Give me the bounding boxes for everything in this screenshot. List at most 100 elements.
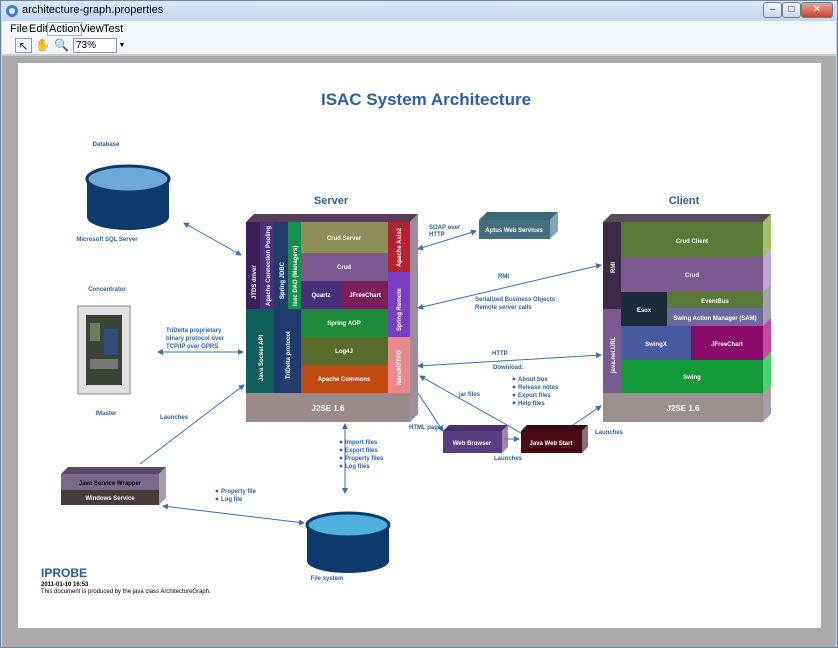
spring-remote: Spring Remote — [397, 288, 403, 331]
download-item-1: About box — [518, 377, 548, 383]
server-crud: Crud — [337, 265, 351, 271]
apache-commons: Apache Commons — [318, 377, 371, 383]
imaster-label: IMaster — [95, 411, 117, 417]
filesystem-label: File system — [311, 576, 344, 582]
prop-item-2: Log file — [221, 497, 243, 503]
download-bullets — [512, 377, 516, 405]
diagram-canvas: ISAC System Architecture Server Client D… — [18, 63, 821, 628]
window-title: architecture-graph.properties — [22, 4, 164, 16]
concentrator-device — [77, 305, 131, 395]
diagram-title: ISAC System Architecture — [321, 90, 531, 109]
client-j2se: J2SE 1.6 — [667, 404, 700, 413]
prop-item-1: Property file — [221, 489, 257, 495]
swingx: SwingX — [645, 342, 667, 348]
workspace: ISAC System Architecture Server Client D… — [2, 56, 836, 647]
jsw-label: Java Service Wrapper — [79, 481, 142, 487]
serialized-line-1: Serialized Business Objects — [475, 297, 556, 303]
eventbus: EventBus — [701, 299, 729, 305]
footer-date: 2011-01-10 16:53 — [41, 582, 89, 588]
jar-files-label: jar files — [458, 392, 481, 398]
menu-test[interactable]: Test — [103, 23, 124, 35]
launches-label-left: Launches — [160, 415, 189, 421]
concentrator-label: Concentrator — [88, 287, 126, 293]
server-block — [246, 214, 418, 422]
http-label: HTTP — [492, 351, 508, 357]
zoom-input[interactable]: 73% — [73, 38, 117, 53]
spring-aop: Spring AOP — [327, 321, 360, 327]
server-col-pooling: Apache Connection Pooling — [266, 226, 272, 306]
server-col-tridelta: TriDelta protocol — [286, 331, 292, 379]
client-rmi: RMI — [611, 262, 617, 273]
download-item-2: Release notes — [518, 385, 559, 391]
client-title: Client — [669, 195, 700, 207]
database-icon — [85, 164, 171, 230]
serialized-line-2: Remote server calls — [475, 305, 532, 311]
import-item-4: Log files — [345, 464, 370, 470]
prop-bullets — [215, 489, 219, 501]
crud-server: Crud Server — [327, 236, 362, 242]
menu-action[interactable]: Action — [47, 22, 82, 36]
footer-note: This document is produced by the java cl… — [41, 589, 211, 595]
toolbar: ↖ ✋ 🔍 73% ▼ — [2, 37, 836, 55]
launches-label-right: Launches — [595, 430, 624, 436]
database-label: Database — [93, 142, 120, 148]
server-col-jtds: JTDS driver — [252, 265, 258, 299]
connection-arrows — [139, 222, 602, 526]
nanohttpd: NanoHTTPD — [397, 349, 403, 385]
menu-view[interactable]: View — [80, 23, 104, 35]
client-jfreechart: JFreeChart — [711, 342, 743, 348]
client-crud: Crud — [685, 273, 699, 279]
swing: Swing — [683, 375, 701, 381]
download-item-3: Export files — [518, 393, 551, 399]
soap-line-2: HTTP — [429, 232, 445, 238]
server-jfreechart: JFreeChart — [349, 293, 381, 299]
zoom-icon[interactable]: 🔍 — [54, 38, 69, 52]
rmi-label: RMI — [498, 274, 509, 280]
chevron-down-icon[interactable]: ▼ — [118, 42, 126, 49]
aptus-label: Aptus Web Services — [485, 228, 543, 234]
app-icon — [6, 5, 18, 17]
quartz: Quartz — [311, 293, 330, 299]
import-item-3: Property files — [345, 456, 384, 462]
import-item-1: Import files — [345, 440, 378, 446]
title-bar: architecture-graph.properties – □ ✕ — [1, 1, 837, 21]
menu-bar: File Edit Action View Test — [2, 21, 836, 37]
java-web-start-box — [521, 425, 588, 453]
hand-icon[interactable]: ✋ — [35, 38, 50, 52]
tridelta-line-1: TriDelta proprietary — [166, 328, 222, 334]
aptus-box — [479, 212, 558, 239]
db-name: Microsoft SQL Server — [76, 237, 138, 243]
client-block — [603, 214, 771, 422]
service-wrapper-box — [61, 467, 166, 505]
pointer-icon[interactable]: ↖ — [15, 38, 32, 53]
server-col-dao: Isac DAO (Managers) — [293, 246, 299, 306]
server-j2se: J2SE 1.6 — [312, 404, 345, 413]
maximize-button[interactable]: □ — [782, 2, 801, 18]
server-col-socket: Java Socket API — [259, 335, 265, 381]
crud-client: Crud Client — [676, 239, 708, 245]
log4j: Log4J — [335, 349, 353, 355]
web-browser-box — [443, 425, 508, 453]
swing-action-manager: Swing Action Manager (SAM) — [673, 316, 756, 322]
minimize-button[interactable]: – — [763, 2, 782, 18]
tridelta-line-3: TCP/IP over GPRS — [166, 344, 218, 350]
java-web-start-label: Java Web Start — [530, 441, 573, 447]
soap-line-1: SOAP over — [429, 225, 461, 231]
iprobe-logo: IPROBE — [41, 566, 88, 580]
server-col-jdbc: Spring JDBC — [280, 261, 286, 299]
menu-edit[interactable]: Edit — [29, 23, 48, 35]
download-item-4: Help files — [518, 401, 545, 407]
esox: Esox — [637, 308, 652, 314]
client-javanet: java.net.URL — [611, 336, 617, 374]
import-item-2: Export files — [345, 448, 378, 454]
menu-file[interactable]: File — [10, 23, 28, 35]
filesystem-icon — [305, 511, 391, 573]
architecture-diagram: ISAC System Architecture Server Client D… — [61, 90, 771, 582]
launches-label-mid: Launches — [494, 456, 523, 462]
web-browser-label: Web Browser — [453, 441, 492, 447]
server-title: Server — [314, 195, 349, 207]
winservice-label: Windows Service — [85, 496, 135, 502]
close-button[interactable]: ✕ — [801, 2, 833, 18]
import-bullets — [339, 440, 343, 468]
